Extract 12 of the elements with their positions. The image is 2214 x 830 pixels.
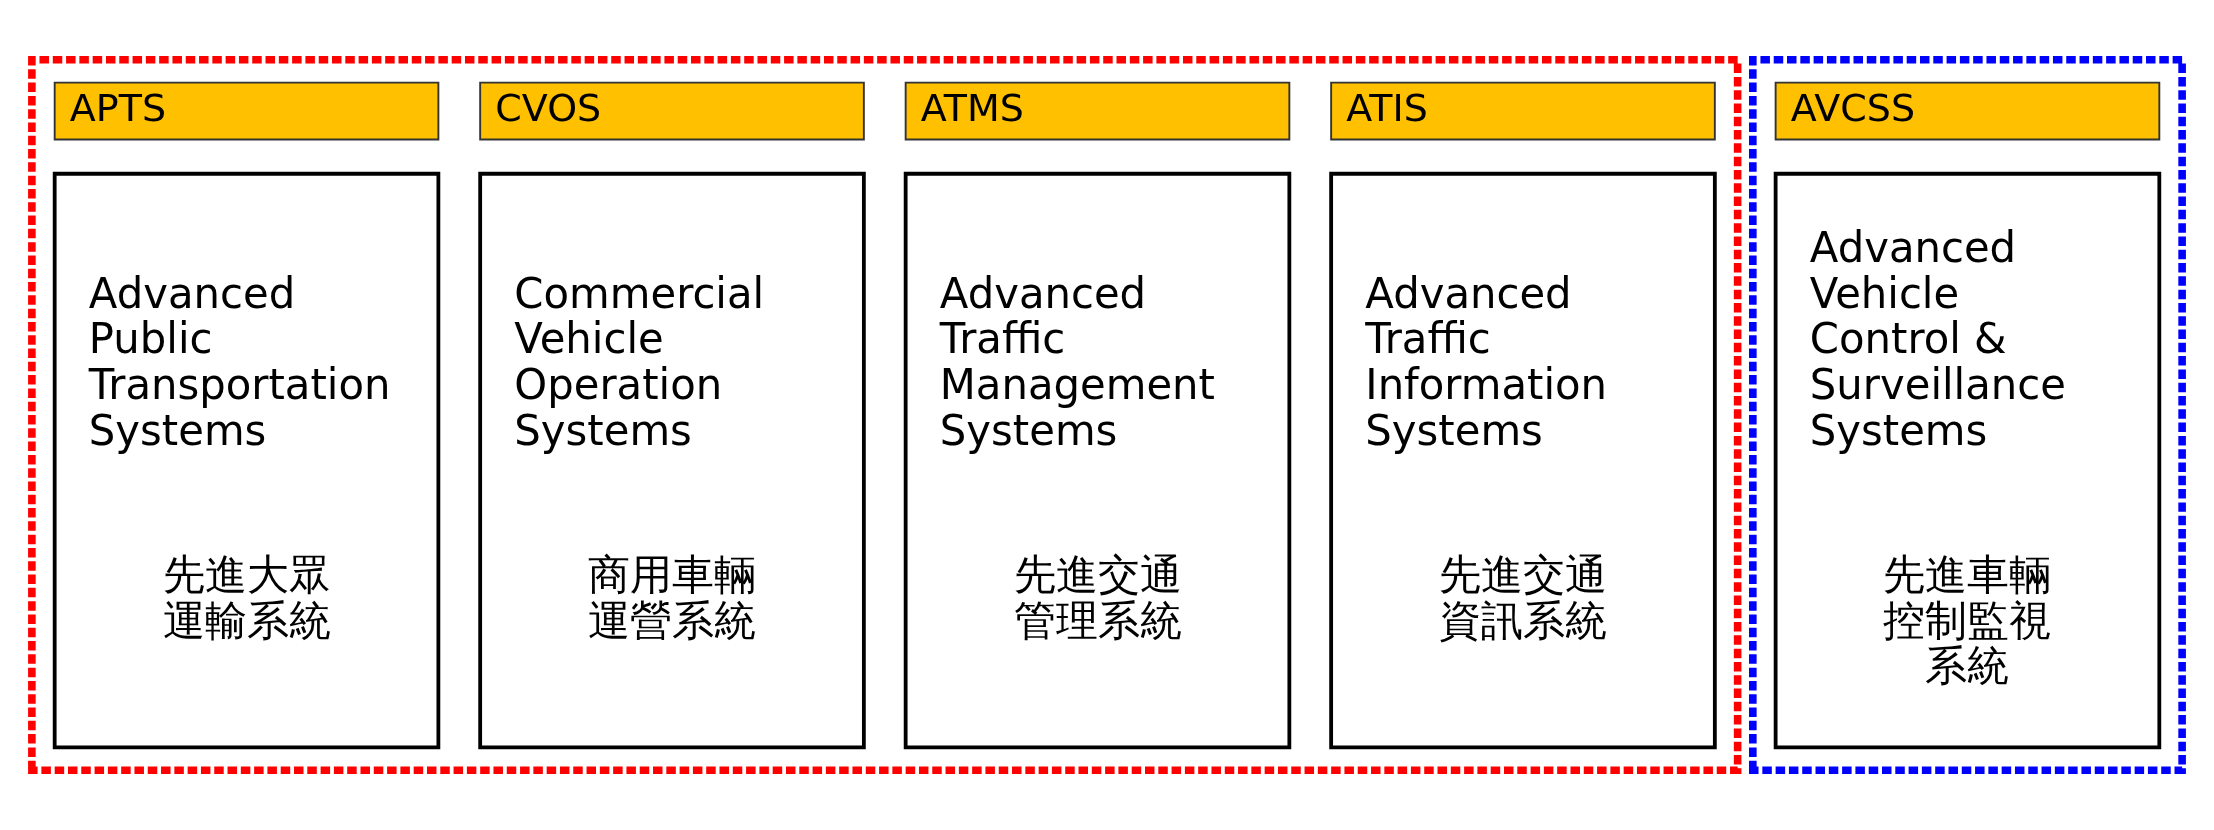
node-box: AVCSS (1774, 81, 2161, 141)
node-box: APTS (53, 81, 440, 141)
node-box: Advanced Traffic Information Systems 先進交通資訊系統 (1329, 171, 1717, 750)
node-box: Advanced Vehicle Control & Surveillance Systems 先進車輛控制監視系統 (1773, 171, 2162, 750)
node-box: CVOS (479, 81, 865, 141)
cluster (28, 56, 1742, 774)
node-box: Advanced Public Transportation Systems 先進大眾運輸系統 (52, 171, 441, 750)
node-box: ATIS (1330, 81, 1716, 141)
node-box: ATMS (904, 81, 1291, 141)
node-box: Advanced Traffic Management Systems 先進交通管理系統 (903, 171, 1292, 750)
node-box: Commercial Vehicle Operation Systems 商用車輛運營系統 (478, 171, 866, 750)
cluster (1749, 56, 2186, 774)
